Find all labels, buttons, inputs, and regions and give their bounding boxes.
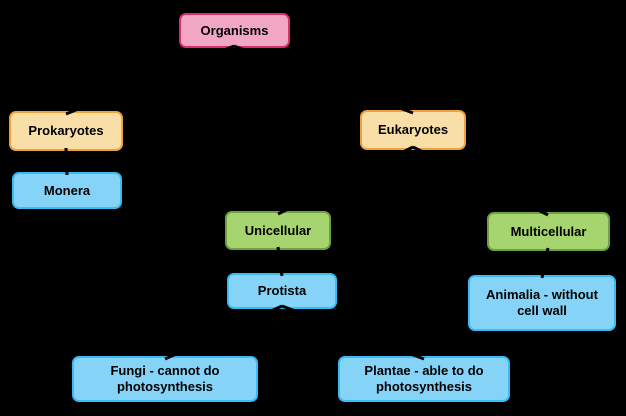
node-eukaryotes: Eukaryotes [360,110,466,150]
node-fungi-label: Fungi - cannot do photosynthesis [110,363,220,394]
node-unicellular: Unicellular [225,211,331,250]
node-prokaryotes: Prokaryotes [9,111,123,151]
node-protista-label: Protista [257,283,307,299]
node-organisms-label: Organisms [200,22,269,38]
node-fungi: Fungi - cannot do photosynthesis [72,356,258,402]
node-unicellular-label: Unicellular [244,222,312,238]
node-animalia-label: Animalia - without cell wall [486,287,598,318]
node-organisms: Organisms [179,13,290,48]
node-plantae: Plantae - able to do photosynthesis [338,356,510,402]
node-protista: Protista [227,273,337,309]
node-multicellular: Multicellular [487,212,610,251]
node-animalia: Animalia - without cell wall [468,275,616,331]
node-plantae-label: Plantae - able to do photosynthesis [364,363,484,394]
node-prokaryotes-label: Prokaryotes [28,123,104,139]
node-monera: Monera [12,172,122,209]
node-monera-label: Monera [43,182,91,198]
node-multicellular-label: Multicellular [510,223,587,239]
node-eukaryotes-label: Eukaryotes [377,122,449,138]
